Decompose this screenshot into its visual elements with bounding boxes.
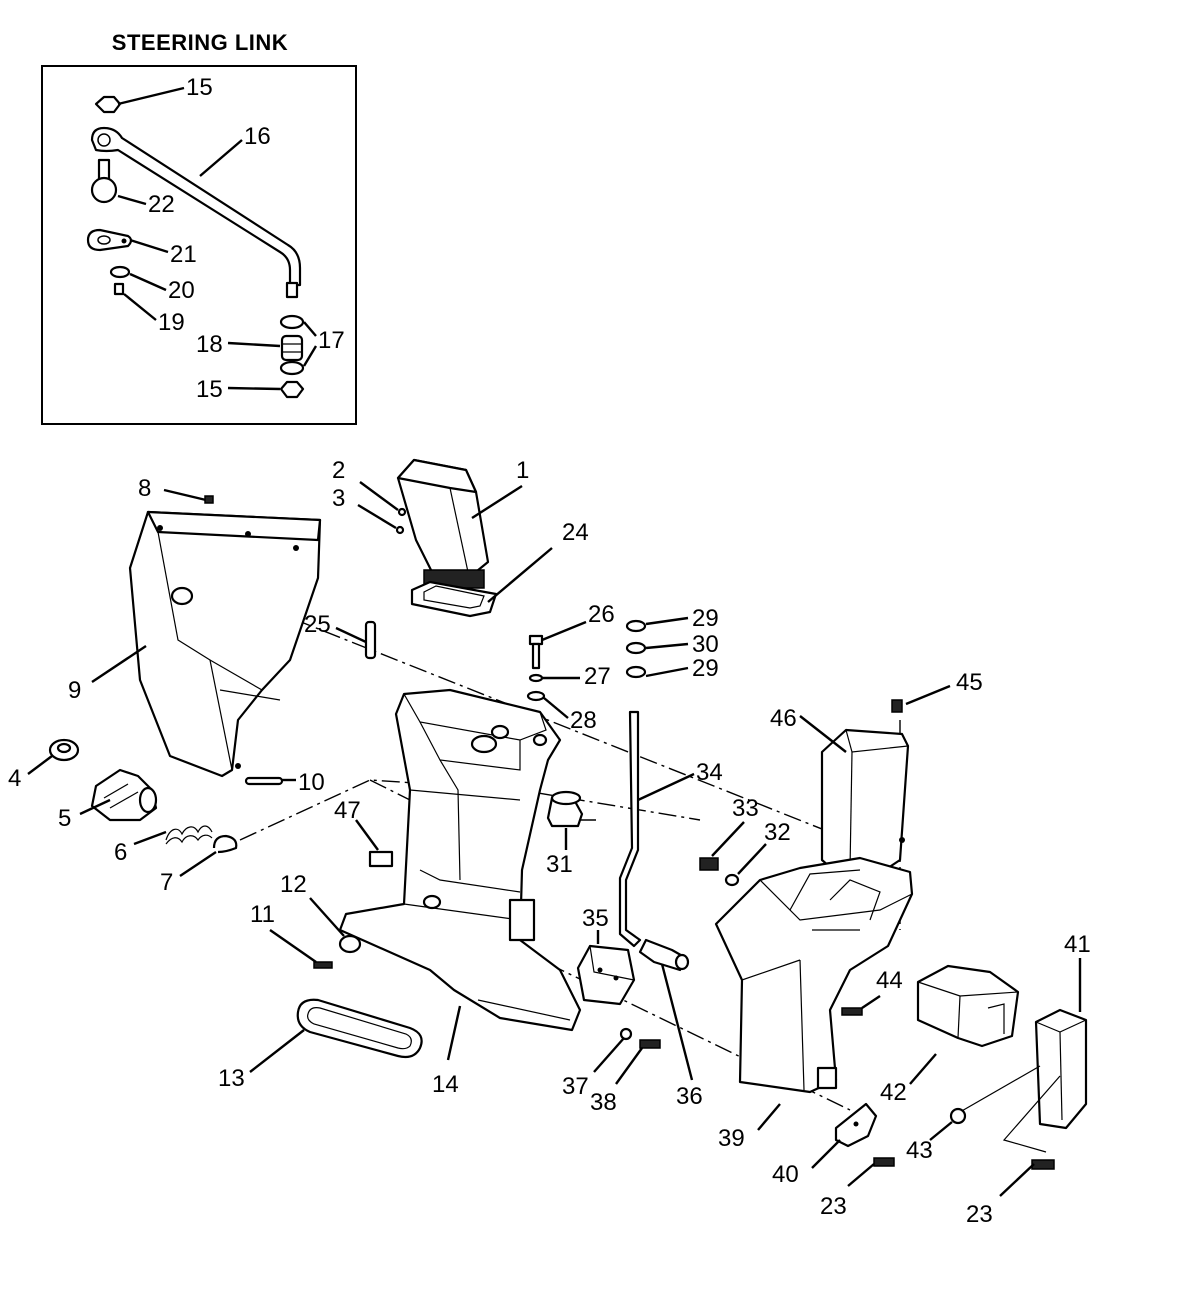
- part-14-driveshaft-housing: [338, 688, 582, 1032]
- label-2: 2: [332, 457, 345, 484]
- label-19: 19: [158, 309, 185, 336]
- part-34-shift-rod: [618, 710, 642, 948]
- label-37: 37: [562, 1073, 589, 1100]
- label-1: 1: [516, 457, 529, 484]
- label-46: 46: [770, 705, 797, 732]
- label-41: 41: [1064, 931, 1091, 958]
- label-25: 25: [304, 611, 331, 638]
- inset-title: STEERING LINK: [111, 30, 289, 55]
- label-15-bottom: 15: [196, 376, 223, 403]
- label-36: 36: [676, 1083, 703, 1110]
- part-16-link-rod: [90, 126, 302, 299]
- label-6: 6: [114, 839, 127, 866]
- label-34: 34: [696, 759, 723, 786]
- label-24: 24: [562, 519, 589, 546]
- label-12: 12: [280, 871, 307, 898]
- part-36-coupler: [638, 938, 690, 972]
- part-9-housing: [128, 510, 322, 778]
- label-11: 11: [250, 901, 275, 928]
- label-45: 45: [956, 669, 983, 696]
- label-35: 35: [582, 905, 609, 932]
- label-22: 22: [148, 191, 175, 218]
- label-15: 15: [186, 74, 213, 101]
- label-44: 44: [876, 967, 903, 994]
- part-6-spring: [165, 825, 213, 845]
- part-40-bracket: [834, 1102, 878, 1148]
- part-39-lower-housing: [714, 856, 914, 1094]
- part-21-washer-plate: [86, 228, 133, 252]
- label-47: 47: [334, 797, 361, 824]
- label-32: 32: [764, 819, 791, 846]
- part-15-bottom-nut: [279, 380, 305, 399]
- label-20: 20: [168, 277, 195, 304]
- part-17-bushing-washers: [279, 314, 305, 376]
- label-39: 39: [718, 1125, 745, 1152]
- label-13: 13: [218, 1065, 245, 1092]
- label-17: 17: [318, 327, 345, 354]
- label-9: 9: [68, 677, 81, 704]
- label-27: 27: [584, 663, 611, 690]
- part-46-cover: [820, 728, 910, 882]
- part-35-pump: [576, 944, 636, 1006]
- part-13-seal: [296, 998, 423, 1059]
- label-4: 4: [8, 765, 21, 792]
- label-26: 26: [588, 601, 615, 628]
- label-42: 42: [880, 1079, 907, 1106]
- part-20-washer: [109, 265, 131, 279]
- label-14: 14: [432, 1071, 459, 1098]
- part-31-mount: [546, 790, 584, 828]
- part-41-trim-tab: [1034, 1008, 1088, 1130]
- part-19-screw: [113, 282, 125, 296]
- label-30: 30: [692, 631, 719, 658]
- label-18: 18: [196, 331, 223, 358]
- label-23-right: 23: [966, 1201, 993, 1228]
- part-42-plate: [916, 964, 1020, 1048]
- label-40: 40: [772, 1161, 799, 1188]
- part-1-exhaust-tube: [396, 458, 490, 589]
- part-22-ball-stud: [90, 158, 118, 204]
- inset-frame: [41, 65, 357, 425]
- part-15-top-nut: [94, 95, 122, 114]
- label-33: 33: [732, 795, 759, 822]
- label-29-top: 29: [692, 605, 719, 632]
- label-5: 5: [58, 805, 71, 832]
- label-10: 10: [298, 769, 325, 796]
- label-7: 7: [160, 869, 173, 896]
- label-8: 8: [138, 475, 151, 502]
- label-23: 23: [820, 1193, 847, 1220]
- part-4-grommet: [48, 738, 80, 762]
- part-24-gasket: [410, 580, 498, 618]
- label-43: 43: [906, 1137, 933, 1164]
- label-29-bottom: 29: [692, 655, 719, 682]
- label-31: 31: [546, 851, 573, 878]
- part-26-bolt: [528, 634, 544, 670]
- label-16: 16: [244, 123, 271, 150]
- label-3: 3: [332, 485, 345, 512]
- label-21: 21: [170, 241, 197, 268]
- label-38: 38: [590, 1089, 617, 1116]
- part-18-spacer: [280, 334, 304, 362]
- part-5-boot: [90, 768, 158, 822]
- label-28: 28: [570, 707, 597, 734]
